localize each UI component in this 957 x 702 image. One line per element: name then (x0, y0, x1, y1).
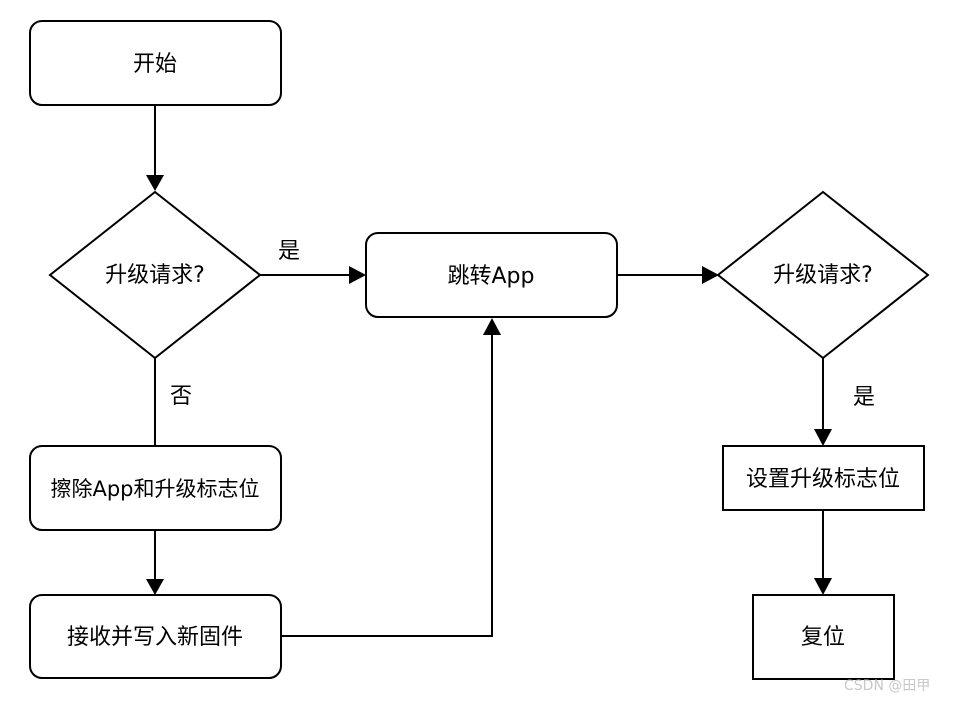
edge-receive-to-jump-app (282, 334, 493, 637)
arrowhead-jump-app-bottom (483, 318, 501, 335)
edge-label-no-1: 否 (170, 384, 192, 409)
node-jump-app: 跳转App (365, 232, 618, 318)
node-reset-label: 复位 (801, 625, 845, 650)
arrowhead-set-flag (814, 429, 832, 446)
node-set-flag-shape (722, 445, 925, 511)
node-decision-upgrade-2-shape (716, 190, 930, 360)
node-receive-firmware-shape (29, 594, 282, 679)
watermark-text: CSDN @田甲 (844, 678, 930, 694)
node-reset-shape (752, 594, 895, 680)
arrowhead-receive (146, 579, 164, 595)
node-erase-app: 擦除App和升级标志位 (29, 445, 282, 531)
node-erase-app-shape (29, 445, 282, 531)
nodes: 开始 升级请求? 跳转App 升级请求? 擦除App和升级标志位 接收并写入新固… (29, 20, 930, 680)
arrowhead-jump-app (349, 266, 366, 284)
node-set-flag-label: 设置升级标志位 (746, 467, 900, 492)
node-start: 开始 (29, 20, 282, 106)
node-erase-app-label: 擦除App和升级标志位 (50, 477, 259, 501)
node-receive-firmware: 接收并写入新固件 (29, 594, 282, 679)
arrowhead-decision2 (702, 266, 719, 284)
arrowhead-reset (814, 578, 832, 595)
arrowhead-decision1 (146, 175, 164, 191)
node-set-flag: 设置升级标志位 (722, 445, 925, 511)
node-decision-upgrade-1: 升级请求? (48, 190, 262, 360)
node-jump-app-shape (365, 232, 618, 318)
edge-labels: 是 否 是 (170, 239, 875, 410)
node-reset: 复位 (752, 594, 895, 680)
edge-label-yes-2: 是 (853, 385, 875, 410)
node-jump-app-label: 跳转App (448, 264, 535, 289)
edges (146, 105, 832, 637)
node-decision-upgrade-2: 升级请求? (716, 190, 930, 360)
node-decision-upgrade-1-label: 升级请求? (105, 263, 205, 288)
node-receive-firmware-label: 接收并写入新固件 (67, 625, 243, 650)
node-start-label: 开始 (133, 52, 177, 77)
node-start-shape (29, 20, 282, 106)
edge-label-yes-1: 是 (278, 239, 300, 264)
node-decision-upgrade-2-label: 升级请求? (773, 263, 873, 288)
node-decision-upgrade-1-shape (48, 190, 262, 360)
